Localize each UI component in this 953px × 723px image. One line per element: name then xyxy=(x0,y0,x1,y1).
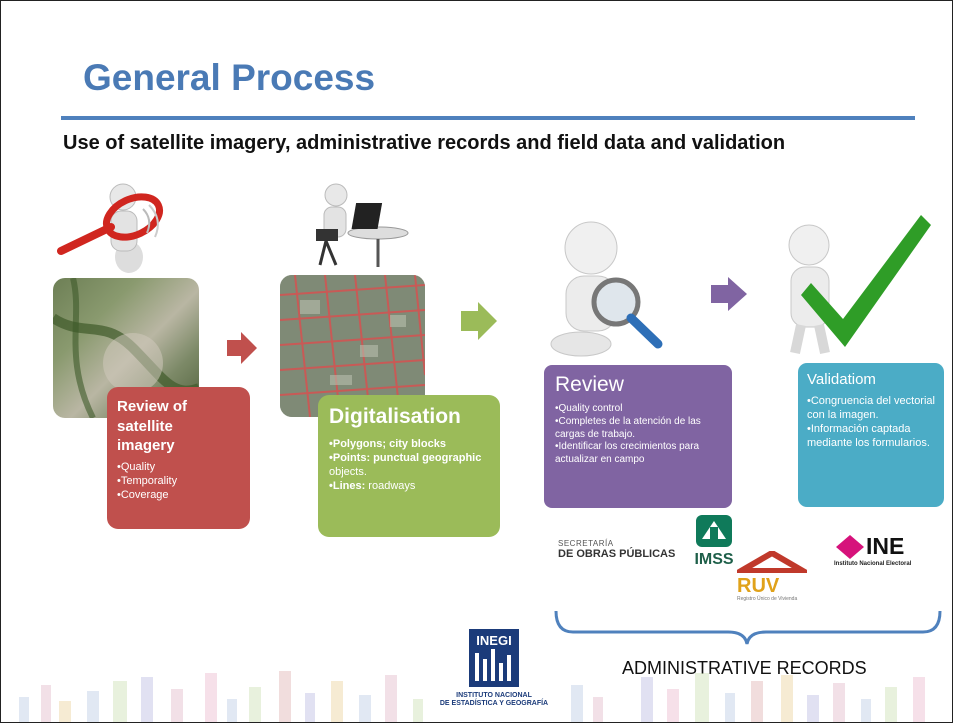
magnifier-figure-icon xyxy=(57,183,163,273)
digitised-map-photo xyxy=(280,275,425,417)
digitalisation-card: Digitalisation •Polygons; city blocks •P… xyxy=(318,395,500,537)
checkmark-figure-icon xyxy=(788,215,931,355)
ine-diamond-icon xyxy=(836,535,864,559)
review-imagery-item: •Quality xyxy=(117,460,156,473)
ruv-house-icon xyxy=(729,549,815,574)
validation-card: Validatiom •Congruencia del vectorial co… xyxy=(798,363,944,507)
inegi-emblem-icon xyxy=(469,629,519,687)
digitalisation-heading: Digitalisation xyxy=(329,405,461,428)
review-card: Review •Quality control •Completes de la… xyxy=(544,365,732,508)
review-imagery-card: Review of satellite imagery •Quality •Te… xyxy=(107,387,250,529)
arrow-right-icon xyxy=(461,302,497,340)
review-imagery-heading: Review of satellite imagery xyxy=(117,398,188,454)
sop-logo: SECRETARÍA DE OBRAS PÚBLICAS xyxy=(558,539,675,560)
validation-item: •Información captada mediante los formul… xyxy=(807,423,930,450)
admin-records-label: ADMINISTRATIVE RECORDS xyxy=(622,658,867,678)
slide-subtitle: Use of satellite imagery, administrative… xyxy=(63,132,786,154)
sop-logo-line2: DE OBRAS PÚBLICAS xyxy=(558,548,676,560)
digitalisation-item-points: •Points: punctual geographic xyxy=(329,452,482,465)
review-item: •Quality control xyxy=(555,403,623,414)
arrow-right-icon xyxy=(711,277,747,311)
review-item: •Identificar los crecimientos para actua… xyxy=(555,441,700,466)
ine-logo-text: INE xyxy=(866,533,905,559)
sop-logo-line1: SECRETARÍA xyxy=(558,539,614,548)
computer-user-figure-icon xyxy=(316,183,409,267)
kneeling-magnifier-figure-icon xyxy=(550,221,663,357)
inegi-logo-text: INEGI xyxy=(476,633,512,648)
ruv-logo: RUV Registro Único de Vivienda xyxy=(729,549,841,602)
imss-eagle-icon xyxy=(696,515,732,547)
inegi-logo-subtext2: DE ESTADÍSTICA Y GEOGRAFÍA xyxy=(439,699,549,707)
imss-logo-text: IMSS xyxy=(694,551,734,568)
slide-title: General Process xyxy=(83,57,376,98)
decorative-stripes xyxy=(19,671,925,722)
digitalisation-item-polygons: •Polygons; city blocks xyxy=(329,438,446,450)
digitalisation-item-lines-rest: roadways xyxy=(365,480,416,493)
validation-item: •Congruencia del vectorial con la imagen… xyxy=(807,395,935,422)
arrow-right-icon xyxy=(227,332,257,364)
review-imagery-item: •Temporality xyxy=(117,474,178,487)
inegi-logo-subtext1: INSTITUTO NACIONAL xyxy=(456,692,532,699)
ruv-logo-text: RUV xyxy=(737,575,780,597)
title-rule xyxy=(61,116,915,120)
admin-records-brace xyxy=(554,610,942,645)
inegi-logo: INEGI INSTITUTO NACIONAL DE ESTADÍSTICA … xyxy=(429,629,559,707)
digitalisation-item-lines: •Lines: xyxy=(329,480,366,493)
digitalisation-item-points-rest: objects. xyxy=(329,466,367,479)
ruv-logo-subtext: Registro Único de Vivienda xyxy=(737,596,798,602)
review-item: •Completes de la atención de las cargas … xyxy=(555,415,701,440)
imss-logo: IMSS xyxy=(690,513,738,569)
review-heading: Review xyxy=(555,373,624,396)
validation-heading: Validatiom xyxy=(807,371,876,388)
review-imagery-item: •Coverage xyxy=(117,488,169,501)
ine-logo-subtext: Instituto Nacional Electoral xyxy=(834,561,912,567)
